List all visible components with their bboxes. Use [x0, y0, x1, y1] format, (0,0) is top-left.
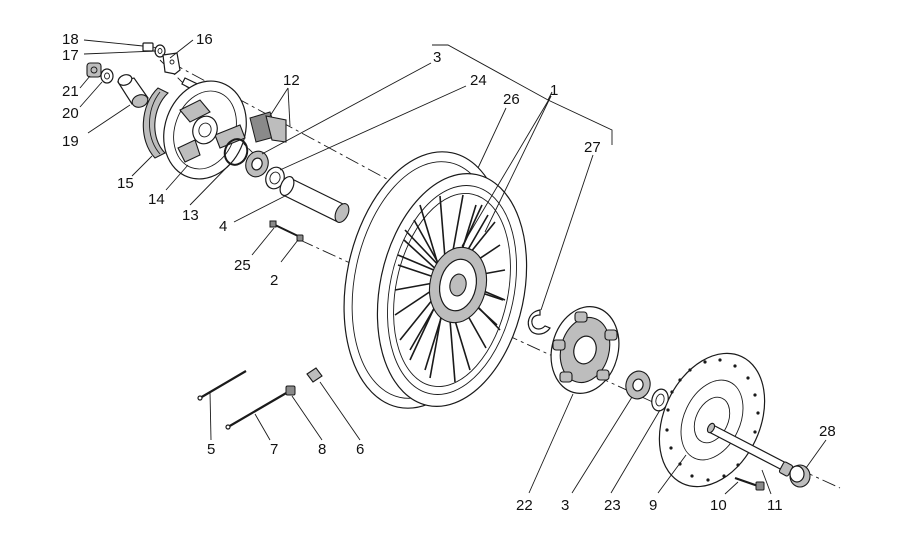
part-9-brake-disc — [658, 352, 766, 488]
part-3-bearing-top — [245, 150, 269, 178]
callout-28: 28 — [819, 423, 836, 440]
callout-2: 2 — [270, 272, 278, 289]
part-14-brake-plate — [163, 80, 247, 180]
part-2-nipple — [296, 234, 304, 242]
callout-23: 23 — [604, 497, 621, 514]
callout-8: 8 — [318, 441, 326, 458]
part-25-screw — [269, 220, 299, 237]
callout-22: 22 — [516, 497, 533, 514]
callout-21: 21 — [62, 83, 79, 100]
callout-27: 27 — [584, 139, 601, 156]
callout-14: 14 — [148, 191, 165, 208]
part-4-spacer-tube — [279, 175, 350, 223]
callout-5: 5 — [207, 441, 215, 458]
part-19-spacer — [117, 74, 149, 108]
assembly-bracket — [432, 44, 613, 145]
callout-24: 24 — [470, 72, 487, 89]
part-28-cap — [789, 464, 811, 488]
part-23-seal — [651, 388, 669, 412]
callout-labels: 18 17 16 21 20 19 15 14 13 12 3 24 26 1 … — [62, 31, 836, 514]
part-27-circlip — [527, 309, 551, 335]
callout-4: 4 — [219, 218, 227, 235]
part-8-nipple — [285, 385, 296, 396]
callout-6: 6 — [356, 441, 364, 458]
callout-9: 9 — [649, 497, 657, 514]
part-6-nipple — [306, 367, 323, 383]
callout-15: 15 — [117, 175, 134, 192]
part-13-oring — [223, 138, 249, 166]
part-11-axle — [706, 422, 794, 477]
part-20-washer — [100, 68, 114, 84]
part-12-brake-pads — [249, 111, 287, 143]
wheel-spokes — [394, 194, 506, 383]
callout-7: 7 — [270, 441, 278, 458]
callout-20: 20 — [62, 105, 79, 122]
callout-25: 25 — [234, 257, 251, 274]
callout-16: 16 — [196, 31, 213, 48]
part-5-spoke — [197, 370, 247, 401]
callout-13: 13 — [182, 207, 199, 224]
callout-12: 12 — [283, 72, 300, 89]
callout-26: 26 — [503, 91, 520, 108]
leader-lines — [79, 39, 827, 495]
part-24-seal — [265, 166, 285, 190]
callout-3-top: 3 — [433, 49, 441, 66]
callout-1: 1 — [550, 82, 558, 99]
callout-11: 11 — [767, 497, 783, 514]
part-3-bearing-bottom — [625, 370, 651, 400]
callout-10: 10 — [710, 497, 727, 514]
callout-17: 17 — [62, 47, 79, 64]
part-22-sprocket-carrier — [550, 306, 620, 394]
part-16-plate — [162, 52, 181, 75]
part-7-spoke — [225, 391, 289, 430]
callout-19: 19 — [62, 133, 79, 150]
part-10-bolt — [734, 476, 765, 491]
callout-3-bottom: 3 — [561, 497, 569, 514]
callout-18: 18 — [62, 31, 79, 48]
part-21-nut — [86, 62, 102, 78]
